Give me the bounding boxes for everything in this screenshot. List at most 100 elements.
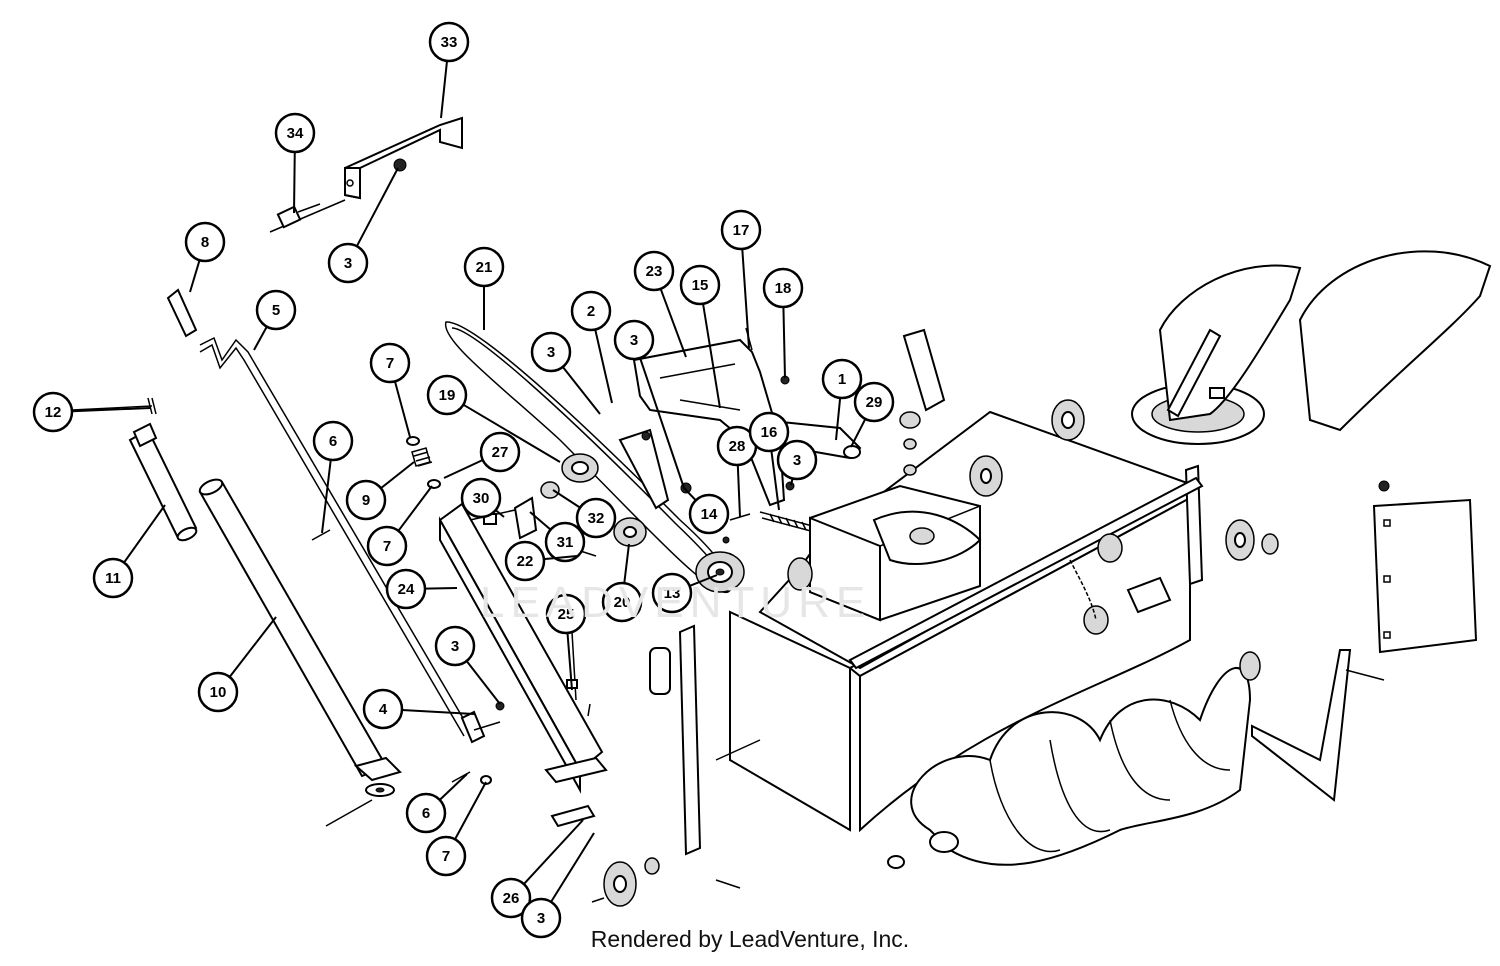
callout-c10: 10: [197, 616, 277, 713]
callout-circle: [545, 593, 587, 635]
callout-number: 7: [383, 538, 391, 555]
callout-circle: [184, 221, 226, 263]
leader-line: [689, 574, 718, 587]
callout-number: 14: [701, 506, 718, 523]
callout-number: 31: [557, 534, 574, 551]
callout-circle: [197, 671, 239, 713]
leader-line: [393, 381, 411, 438]
callout-circle: [575, 497, 617, 539]
callout-c23: 23: [633, 250, 687, 358]
callout-c25: 25: [545, 593, 587, 691]
callout-number: 1: [838, 371, 846, 388]
handle-tube-11: [128, 422, 198, 542]
leader-line: [355, 167, 399, 247]
callout-number: 6: [422, 805, 430, 822]
callout-c7b: 7: [366, 485, 433, 567]
callout-number: 28: [729, 438, 746, 455]
callout-circle: [490, 877, 532, 919]
callout-number: 3: [451, 638, 459, 655]
callout-c14: 14: [683, 487, 730, 535]
callout-number: 17: [733, 222, 750, 239]
watermark: LEADVENTURE: [480, 578, 872, 627]
callout-circle: [362, 688, 404, 730]
chute: [1131, 250, 1492, 445]
callout-number: 19: [439, 387, 456, 404]
callout-circle: [776, 439, 818, 481]
callout-c13: 13: [651, 572, 718, 614]
callout-c19: 19: [426, 374, 561, 463]
callout-number: 18: [775, 280, 792, 297]
callout-circle: [853, 381, 895, 423]
callout-circle: [679, 264, 721, 306]
callout-circle: [327, 242, 369, 284]
callout-number: 30: [473, 490, 490, 507]
callout-circle: [385, 568, 427, 610]
leader-line: [462, 403, 561, 463]
callout-c1: 1: [821, 358, 863, 441]
callout-circle: [92, 557, 134, 599]
callout-layer: 3334385121110679727302119323231517181292…: [32, 21, 895, 939]
callout-number: 3: [344, 255, 352, 272]
callout-number: 16: [761, 424, 778, 441]
deflector-plate: [1372, 480, 1478, 654]
leader-line: [594, 329, 613, 404]
callout-number: 10: [210, 684, 227, 701]
callout-circle: [601, 581, 643, 623]
callout-number: 5: [272, 302, 280, 319]
callout-circle: [405, 792, 447, 834]
leader-line: [683, 487, 697, 501]
callout-c7a: 7: [369, 342, 411, 438]
skid-shoe-right: [1251, 533, 1385, 802]
callout-c8: 8: [184, 221, 226, 293]
callout-c24: 24: [385, 568, 458, 610]
callout-c11: 11: [92, 504, 166, 599]
callout-c3b: 3: [530, 331, 601, 415]
callout-circle: [504, 540, 546, 582]
callout-number: 15: [692, 277, 709, 294]
callout-c15: 15: [679, 264, 721, 409]
leader-line: [639, 357, 685, 489]
leader-line: [123, 504, 166, 564]
callout-number: 34: [287, 125, 304, 142]
callout-c18: 18: [762, 267, 804, 379]
callout-circle: [688, 493, 730, 535]
leader-line: [443, 459, 484, 479]
callout-circle: [426, 374, 468, 416]
callout-circle: [428, 21, 470, 63]
leader-line: [380, 461, 415, 489]
callout-number: 33: [441, 34, 458, 51]
idler-arm-23: [618, 327, 790, 510]
callout-circle: [613, 319, 655, 361]
callout-c6b: 6: [405, 773, 468, 834]
callout-c17: 17: [720, 209, 762, 349]
callout-number: 24: [398, 581, 415, 598]
callout-number: 22: [517, 553, 534, 570]
pulley-13: [695, 551, 745, 593]
leader-line: [835, 397, 842, 441]
callout-c3a: 3: [327, 167, 399, 284]
callout-circle: [274, 112, 316, 154]
callout-c31: 31: [529, 511, 586, 563]
callout-circle: [345, 479, 387, 521]
callout-number: 3: [547, 344, 555, 361]
callout-circle: [821, 358, 863, 400]
callout-number: 3: [793, 452, 801, 469]
callout-number: 21: [476, 259, 493, 276]
callout-number: 9: [362, 492, 370, 509]
leader-line: [659, 288, 687, 358]
auger-housing: [729, 328, 1255, 833]
callout-circle: [720, 209, 762, 251]
leader-line: [850, 418, 867, 448]
leader-line: [561, 366, 601, 415]
leader-line: [736, 464, 741, 518]
callout-c20: 20: [601, 543, 643, 623]
callout-circle: [633, 250, 675, 292]
callout-number: 27: [492, 444, 509, 461]
callout-c27: 27: [443, 431, 521, 479]
leader-line: [440, 60, 449, 119]
leader-line: [529, 511, 552, 531]
callout-circle: [369, 342, 411, 384]
callout-circle: [479, 431, 521, 473]
callout-circle: [255, 289, 297, 331]
leader-line: [550, 832, 595, 903]
